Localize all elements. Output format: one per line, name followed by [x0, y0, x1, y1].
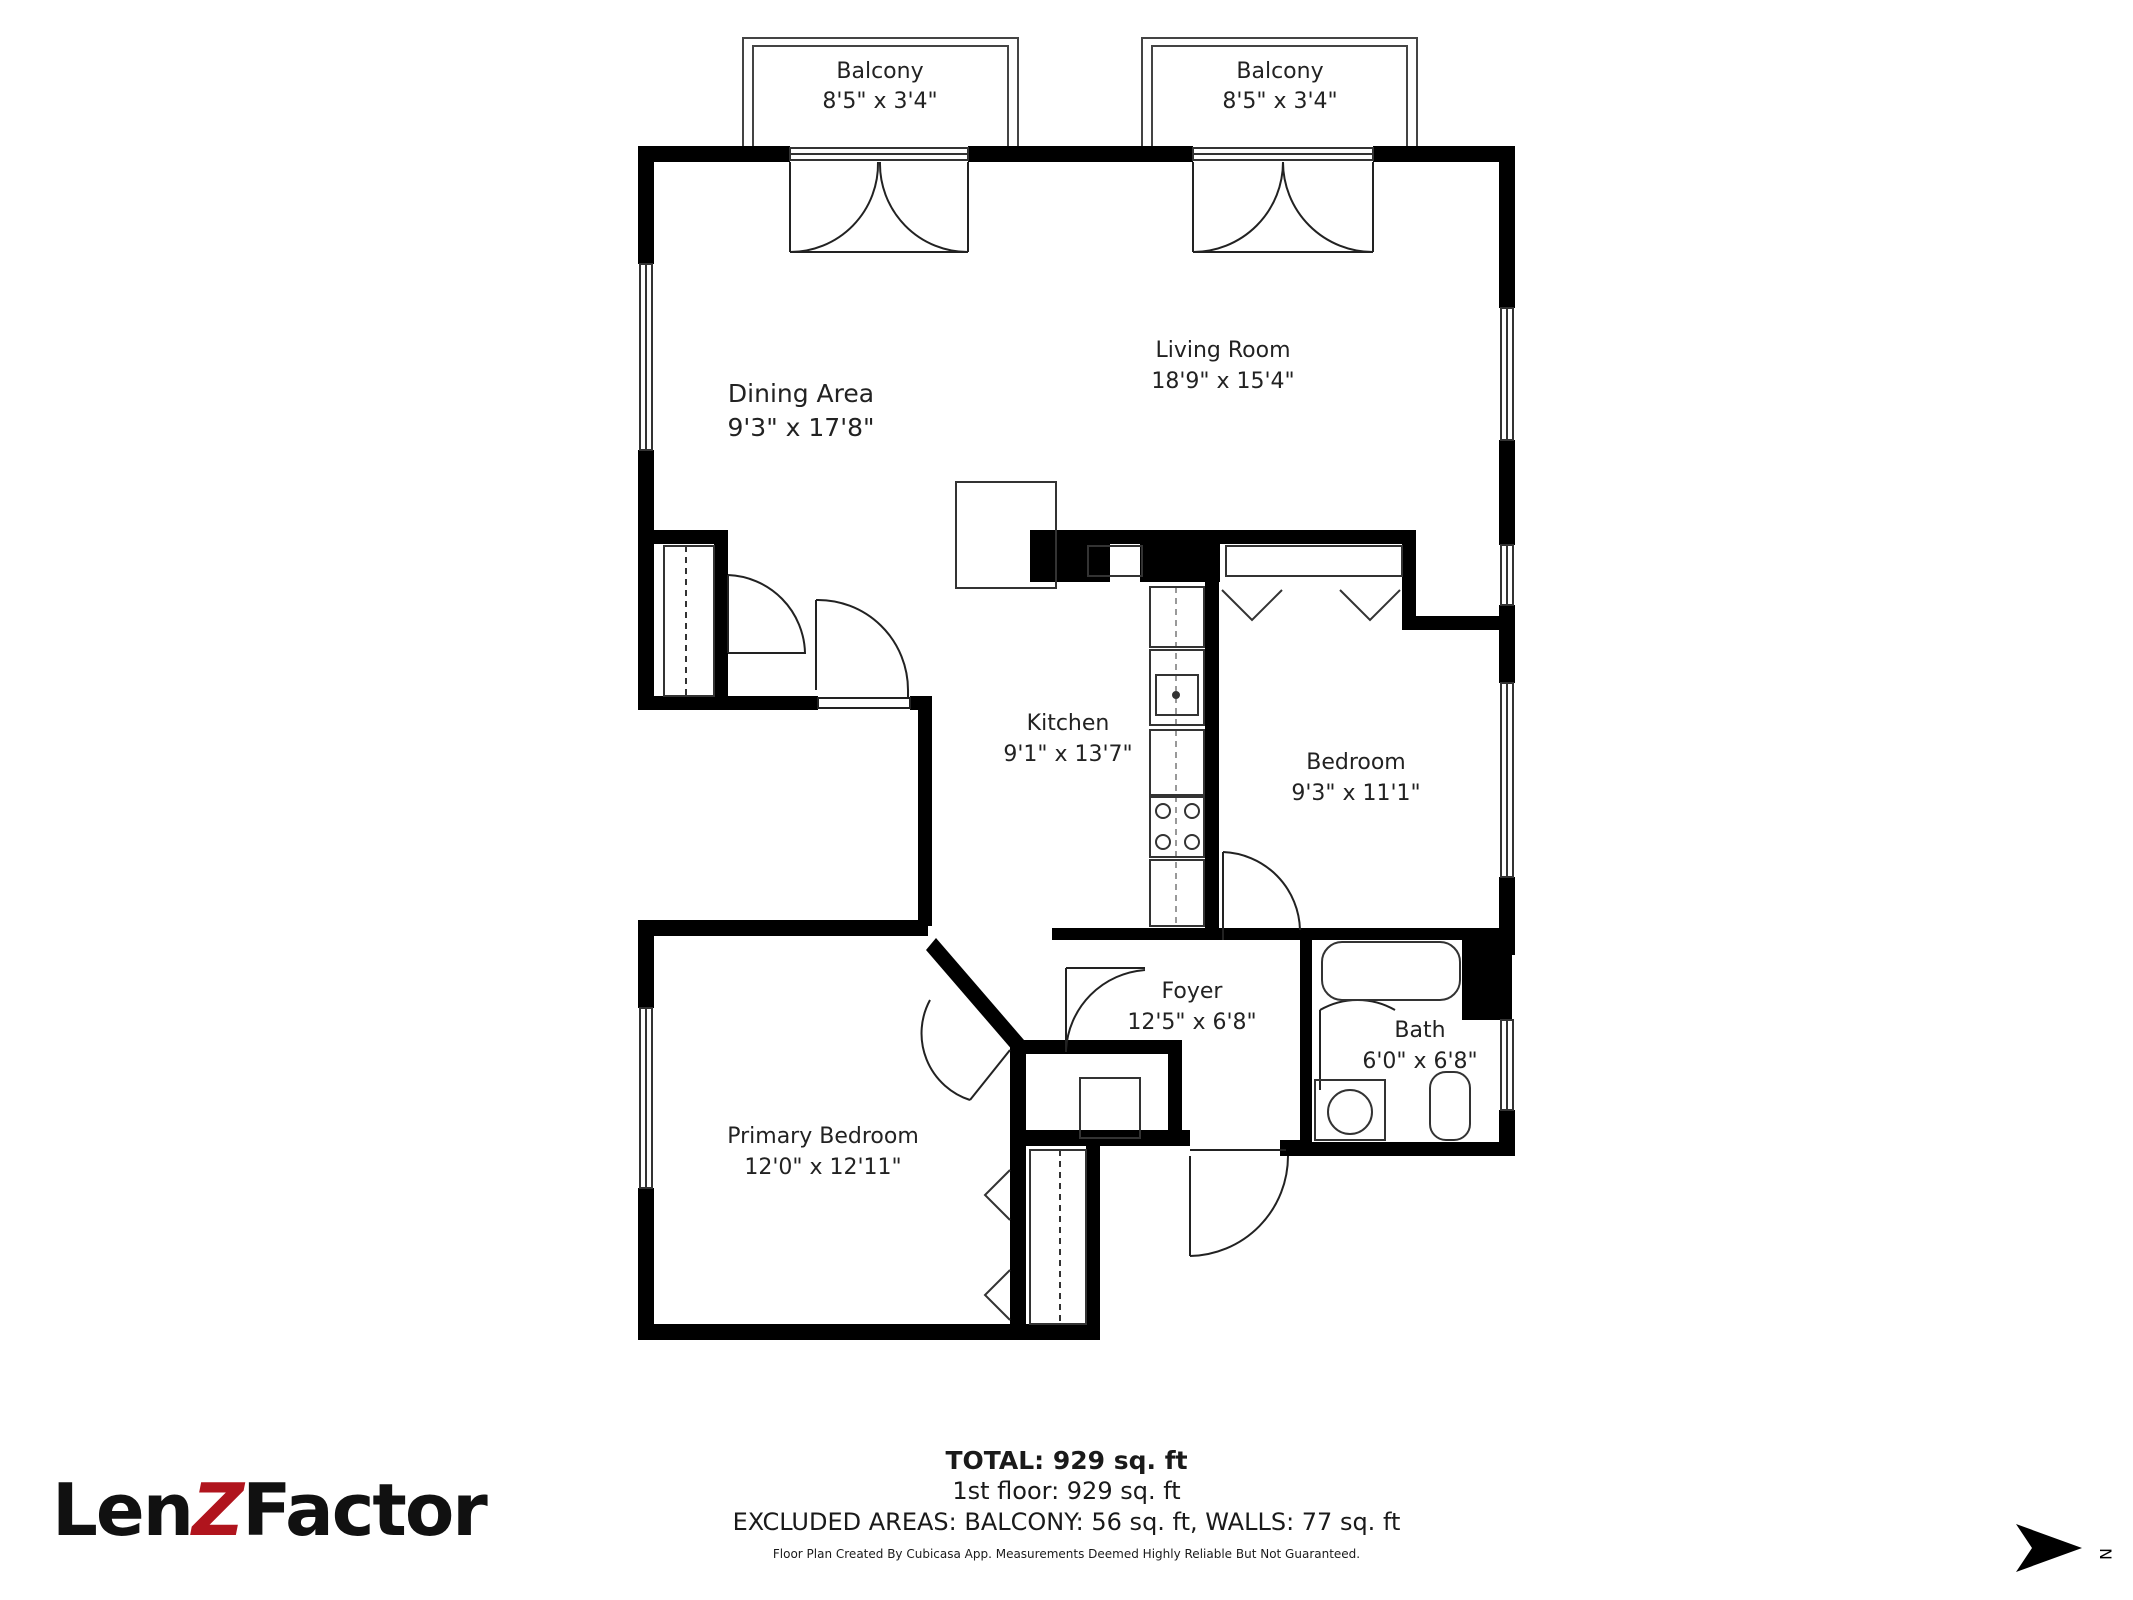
- kitchen-name: Kitchen: [1027, 711, 1110, 736]
- fixtures: [663, 481, 1471, 1325]
- excluded-areas: EXCLUDED AREAS: BALCONY: 56 sq. ft, WALL…: [732, 1508, 1401, 1536]
- bedroom-name: Bedroom: [1306, 750, 1406, 775]
- balcony-left-name: Balcony: [836, 59, 923, 84]
- primary-bedroom-name: Primary Bedroom: [727, 1124, 919, 1149]
- total-area: TOTAL: 929 sq. ft: [945, 1446, 1188, 1475]
- bath-size: 6'0" x 6'8": [1362, 1049, 1477, 1074]
- bath-name: Bath: [1394, 1018, 1445, 1043]
- first-floor-area: 1st floor: 929 sq. ft: [952, 1477, 1181, 1505]
- diagonal-wall: [926, 938, 1024, 1052]
- north-label: N: [2096, 1548, 2115, 1560]
- room-labels: Balcony 8'5" x 3'4" Balcony 8'5" x 3'4" …: [727, 59, 1477, 1180]
- walls: [638, 146, 1515, 1340]
- stove-icon: [1149, 796, 1205, 858]
- windows: [639, 147, 1514, 1189]
- living-room-name: Living Room: [1155, 338, 1290, 363]
- balcony-right-name: Balcony: [1236, 59, 1323, 84]
- primary-bedroom-size: 12'0" x 12'11": [744, 1155, 901, 1180]
- toilet-icon: [1429, 1071, 1471, 1141]
- north-arrow-icon: N: [2016, 1524, 2115, 1572]
- lenzfactor-logo: LenZFactor: [52, 1468, 488, 1552]
- sink-icon: [1314, 1079, 1386, 1141]
- stair-box: [955, 481, 1057, 589]
- balcony-left-size: 8'5" x 3'4": [822, 89, 937, 114]
- foyer-name: Foyer: [1162, 979, 1224, 1004]
- doors: [727, 161, 1396, 1257]
- bathtub-icon: [1321, 941, 1461, 1001]
- dining-area-size: 9'3" x 17'8": [728, 413, 875, 442]
- kitchen-size: 9'1" x 13'7": [1003, 742, 1132, 767]
- area-totals: TOTAL: 929 sq. ft 1st floor: 929 sq. ft …: [0, 1445, 2133, 1562]
- disclaimer: Floor Plan Created By Cubicasa App. Meas…: [772, 1547, 1361, 1561]
- dining-area-name: Dining Area: [728, 379, 874, 408]
- foyer-size: 12'5" x 6'8": [1127, 1010, 1256, 1035]
- bedroom-size: 9'3" x 11'1": [1291, 781, 1420, 806]
- living-room-size: 18'9" x 15'4": [1151, 369, 1294, 394]
- balcony-right-size: 8'5" x 3'4": [1222, 89, 1337, 114]
